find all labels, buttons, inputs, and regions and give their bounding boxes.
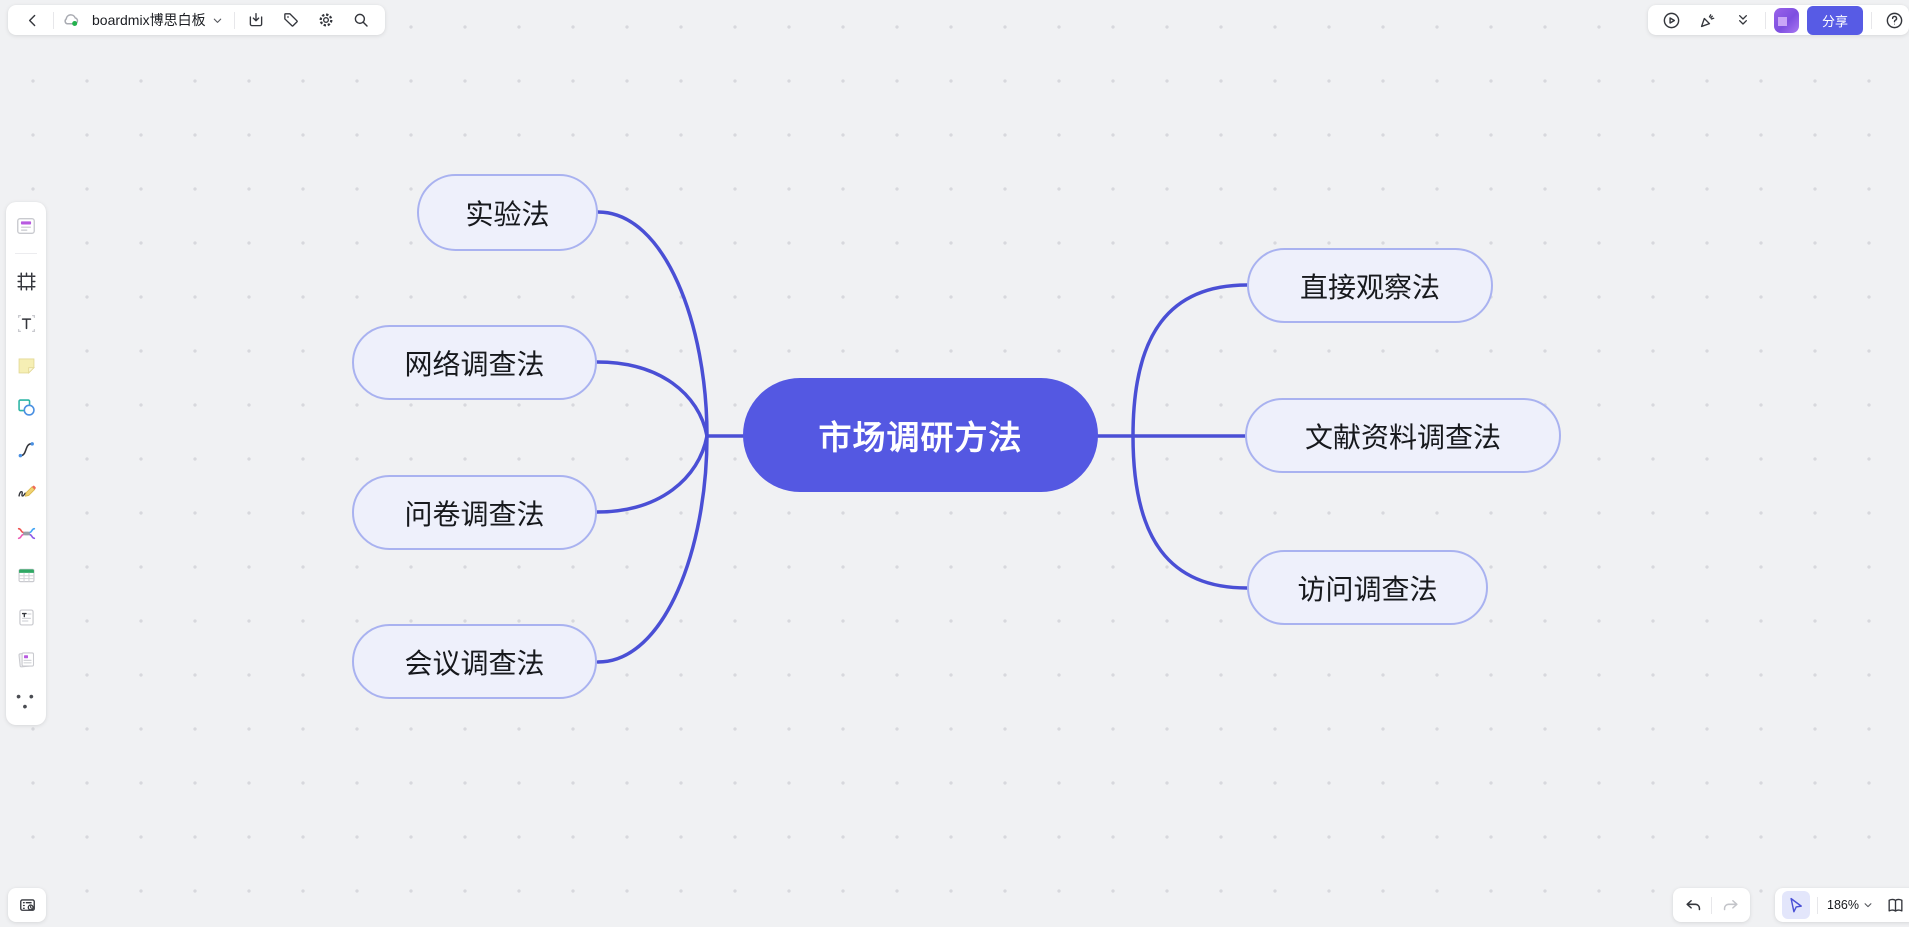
sidebar-tool-pen[interactable] — [11, 476, 41, 506]
shapes-icon — [17, 398, 35, 416]
book-icon — [1888, 898, 1903, 912]
toolbar-divider — [1817, 896, 1818, 914]
board-minimap-icon — [19, 898, 35, 911]
sidebar-tool-frame[interactable] — [11, 266, 41, 296]
search-icon — [354, 13, 368, 27]
document-icon — [18, 608, 34, 626]
mindmap-icon — [17, 527, 35, 539]
toolbar-divider — [1871, 11, 1873, 29]
chevron-down-icon — [213, 18, 221, 23]
toolbar-divider — [233, 11, 235, 29]
pages-button[interactable] — [1882, 891, 1909, 919]
board-panel-button[interactable] — [13, 891, 41, 919]
mindmap-node-direct-observation[interactable]: 直接观察法 — [1247, 248, 1493, 323]
view-controls-panel: 186% — [1775, 888, 1909, 922]
toolbar-divider — [1711, 896, 1712, 914]
toolbar-separator — [15, 253, 37, 254]
sidebar-tool-shapes[interactable] — [11, 392, 41, 422]
tag-button[interactable] — [277, 6, 305, 34]
tools-sidebar: • • • — [6, 202, 46, 725]
help-button[interactable] — [1880, 6, 1908, 34]
undo-button[interactable] — [1679, 891, 1707, 919]
mindmap-node-meeting-survey[interactable]: 会议调查法 — [352, 624, 597, 699]
mindmap-node-interview-survey[interactable]: 访问调查法 — [1247, 550, 1488, 625]
promotion-button[interactable] — [1693, 6, 1721, 34]
sticky-note-icon — [18, 358, 35, 374]
toolbar-divider — [53, 11, 54, 29]
settings-button[interactable] — [312, 6, 340, 34]
connector-icon — [18, 441, 34, 457]
redo-button[interactable] — [1716, 891, 1744, 919]
more-dots-icon: • • • — [16, 688, 36, 714]
select-tool-button[interactable] — [1782, 891, 1810, 919]
document-title: boardmix博思白板 — [92, 12, 206, 28]
cursor-icon — [1790, 897, 1802, 913]
user-avatar[interactable] — [1774, 7, 1799, 33]
zoom-level-value: 186% — [1827, 898, 1859, 912]
mindmap-center-node[interactable]: 市场调研方法 — [743, 378, 1098, 492]
double-chevron-down-icon — [1739, 15, 1747, 25]
avatar-pattern — [1778, 16, 1787, 26]
document-title-dropdown[interactable]: boardmix博思白板 — [88, 8, 227, 32]
download-icon — [249, 12, 262, 27]
redo-icon — [1723, 899, 1738, 910]
gear-icon — [319, 13, 333, 27]
sidebar-tool-table[interactable] — [11, 560, 41, 590]
mindmap-node-questionnaire[interactable]: 问卷调查法 — [352, 475, 597, 550]
toolbar-divider — [1765, 11, 1766, 29]
chevron-left-icon — [28, 14, 35, 26]
table-icon — [17, 568, 35, 582]
bottom-left-panel — [8, 888, 46, 922]
share-button[interactable]: 分享 — [1807, 5, 1864, 35]
top-right-toolbar: 分享 — [1648, 5, 1909, 35]
sidebar-tool-mindmap[interactable] — [11, 518, 41, 548]
chevron-down-icon — [1864, 903, 1872, 908]
back-button[interactable] — [18, 6, 46, 34]
history-panel — [1673, 888, 1750, 922]
mindmap-node-experiment[interactable]: 实验法 — [417, 174, 598, 251]
app-logo-icon — [61, 10, 81, 30]
zoom-level-dropdown[interactable]: 186% — [1825, 896, 1875, 914]
play-circle-icon — [1663, 12, 1679, 28]
sidebar-tool-text[interactable] — [11, 308, 41, 338]
notes-icon — [17, 651, 34, 667]
pen-icon — [17, 485, 36, 497]
export-button[interactable] — [242, 6, 270, 34]
sidebar-tool-document[interactable] — [11, 602, 41, 632]
sidebar-tool-connector[interactable] — [11, 434, 41, 464]
templates-icon — [17, 217, 35, 235]
search-button[interactable] — [347, 6, 375, 34]
collapse-toolbar-button[interactable] — [1729, 6, 1757, 34]
sidebar-tool-notes[interactable] — [11, 644, 41, 674]
top-left-toolbar: boardmix博思白板 — [8, 5, 385, 35]
text-icon — [17, 314, 35, 332]
sidebar-tool-sticky-note[interactable] — [11, 350, 41, 380]
undo-icon — [1685, 899, 1700, 910]
sidebar-tool-more[interactable]: • • • — [11, 686, 41, 716]
tag-icon — [283, 13, 298, 27]
frame-icon — [16, 271, 36, 291]
help-icon — [1886, 12, 1902, 28]
mindmap-node-online-survey[interactable]: 网络调查法 — [352, 325, 597, 400]
megaphone-icon — [1700, 13, 1714, 27]
present-button[interactable] — [1657, 6, 1685, 34]
mindmap-node-literature-survey[interactable]: 文献资料调查法 — [1245, 398, 1561, 473]
sidebar-tool-templates[interactable] — [11, 211, 41, 241]
